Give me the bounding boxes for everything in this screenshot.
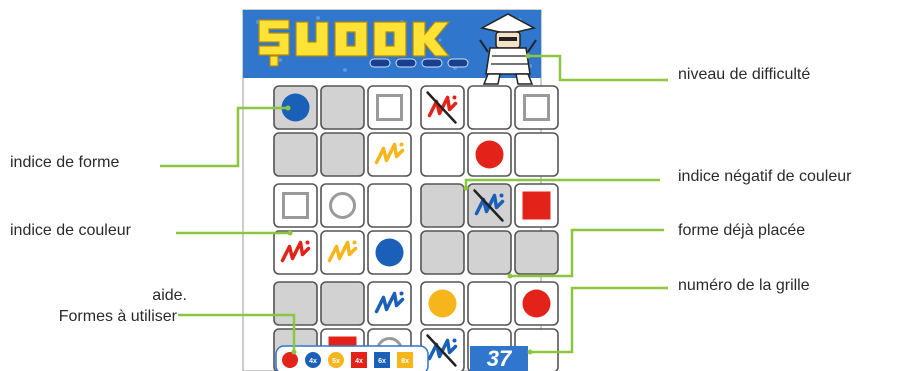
cell-background bbox=[515, 86, 558, 129]
grid-cell bbox=[368, 133, 411, 176]
grid-cell bbox=[421, 133, 464, 176]
cell-background bbox=[321, 184, 364, 227]
aid-count: 6x bbox=[378, 358, 386, 365]
grid-cell bbox=[274, 282, 317, 325]
cell-background bbox=[274, 184, 317, 227]
grid-cell bbox=[421, 282, 464, 325]
scribble-dot bbox=[453, 339, 457, 343]
cell-background bbox=[421, 184, 464, 227]
yellow-circle bbox=[429, 290, 457, 318]
aid-count: 8x bbox=[401, 358, 409, 365]
scribble-dot bbox=[500, 194, 504, 198]
grid-cell bbox=[274, 231, 317, 274]
grid-cell bbox=[468, 86, 511, 129]
aid-square: 4x bbox=[351, 352, 367, 368]
grid-cell bbox=[421, 86, 464, 129]
scribble-dot bbox=[453, 96, 457, 100]
grid-number-text: 37 bbox=[487, 346, 513, 371]
cell-background bbox=[468, 282, 511, 325]
cell-background bbox=[368, 184, 411, 227]
red-circle bbox=[476, 141, 504, 169]
grid-cell bbox=[468, 184, 511, 227]
grid-cell bbox=[421, 184, 464, 227]
grid-cell bbox=[321, 231, 364, 274]
grid-cell bbox=[368, 184, 411, 227]
grid-cell bbox=[321, 133, 364, 176]
cell-background bbox=[274, 282, 317, 325]
cell-background bbox=[321, 282, 364, 325]
grid-cell bbox=[468, 231, 511, 274]
aid-circle: 5x bbox=[328, 352, 344, 368]
cell-background bbox=[421, 231, 464, 274]
red-circle bbox=[523, 290, 551, 318]
grid-cell bbox=[515, 86, 558, 129]
grid-cell bbox=[368, 231, 411, 274]
grid-cell bbox=[274, 133, 317, 176]
grid-cell bbox=[515, 231, 558, 274]
cell-background bbox=[321, 133, 364, 176]
cell-background bbox=[468, 231, 511, 274]
cell-background bbox=[515, 133, 558, 176]
grid-cell bbox=[468, 282, 511, 325]
grid-cell bbox=[274, 184, 317, 227]
aid-square: 6x bbox=[374, 352, 390, 368]
aid-count: 4x bbox=[355, 358, 363, 365]
cell-background bbox=[274, 133, 317, 176]
grid-cell bbox=[515, 282, 558, 325]
scribble-dot bbox=[400, 292, 404, 296]
aid-circle bbox=[282, 352, 298, 368]
aid-count: 4x bbox=[309, 358, 317, 365]
cell-background bbox=[468, 86, 511, 129]
grid-cell bbox=[321, 86, 364, 129]
red-square bbox=[523, 192, 551, 220]
cell-background bbox=[421, 133, 464, 176]
grid-cell bbox=[368, 282, 411, 325]
cell-background bbox=[368, 86, 411, 129]
scribble-dot bbox=[353, 241, 357, 245]
aid-circle: 4x bbox=[305, 352, 321, 368]
grid-cell bbox=[321, 184, 364, 227]
grid-cell bbox=[421, 231, 464, 274]
aid-square: 8x bbox=[397, 352, 413, 368]
grid-cell bbox=[515, 184, 558, 227]
grid-cell bbox=[515, 133, 558, 176]
grid-cell bbox=[468, 133, 511, 176]
blue-circle bbox=[376, 239, 404, 267]
aid-count: 5x bbox=[332, 358, 340, 365]
cell-background bbox=[321, 86, 364, 129]
grid-number-badge: 37 bbox=[470, 346, 528, 371]
grid-cell bbox=[321, 282, 364, 325]
scribble-dot bbox=[306, 241, 310, 245]
cell-background bbox=[515, 231, 558, 274]
card-banner bbox=[243, 10, 541, 84]
scribble-dot bbox=[400, 143, 404, 147]
grid-cell bbox=[368, 86, 411, 129]
